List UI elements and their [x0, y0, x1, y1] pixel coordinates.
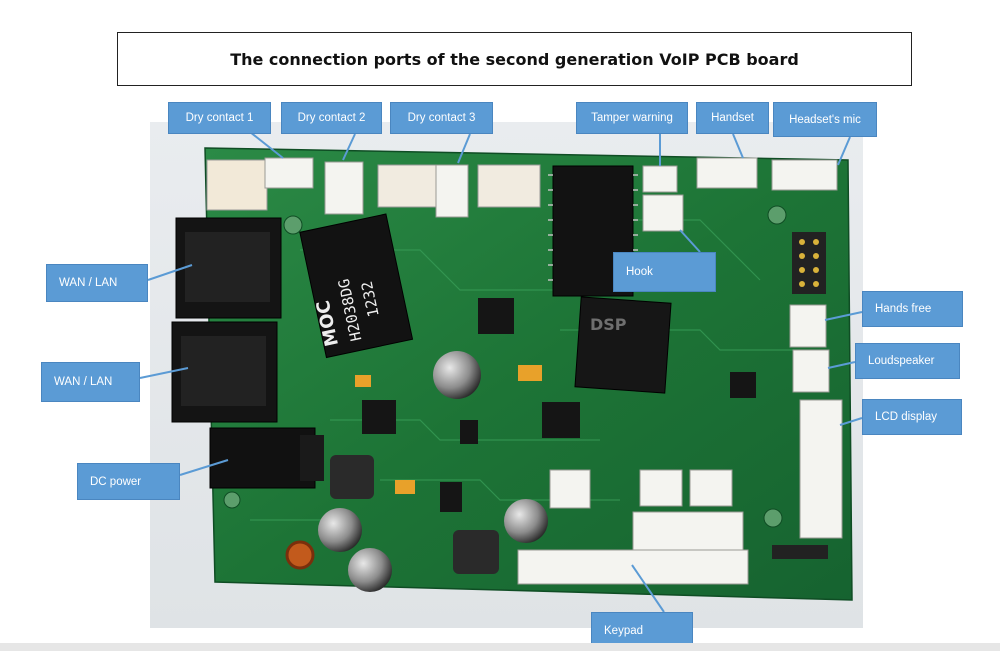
- callout-dry-contact-1: Dry contact 1: [168, 102, 271, 134]
- callout-dry-contact-3: Dry contact 3: [390, 102, 493, 134]
- relay-1: [377, 164, 441, 208]
- ic-chip: [362, 400, 396, 434]
- electrolytic-capacitor: [433, 351, 481, 399]
- callout-dc-power: DC power: [77, 463, 180, 500]
- callout-hands-free: Hands free: [862, 291, 963, 327]
- footer-bar: [0, 643, 1000, 651]
- callout-lcd-display: LCD display: [862, 399, 962, 435]
- connector-loudspeaker: [792, 349, 830, 393]
- mounting-hole: [223, 491, 241, 509]
- relay-small: [206, 159, 268, 211]
- transformer-module: MOC H2038DG 1232: [299, 213, 414, 359]
- connector-small-2: [639, 469, 683, 507]
- connector-headset-mic: [771, 159, 838, 191]
- connector-lcd-display: [799, 399, 843, 539]
- mounting-hole: [767, 205, 787, 225]
- callout-wan-lan-1: WAN / LAN: [46, 264, 148, 302]
- mounting-hole: [763, 508, 783, 528]
- mounting-holes: [223, 205, 787, 528]
- mounting-hole: [283, 215, 303, 235]
- ic-chip: [440, 482, 462, 512]
- tantalum-capacitor: [518, 365, 542, 381]
- connector-dry-contact-1: [264, 157, 314, 189]
- relay-2: [477, 164, 541, 208]
- connector-hands-free: [789, 304, 827, 348]
- callout-hook: Hook: [613, 252, 716, 292]
- callout-headset-mic: Headset's mic: [773, 102, 877, 137]
- ic-chip: [542, 402, 580, 438]
- connector-hook: [642, 194, 684, 232]
- inductor: [453, 530, 499, 574]
- tantalum-capacitor: [395, 480, 415, 494]
- dsp-chip-label: DSP: [590, 315, 627, 334]
- ic-chip: [460, 420, 478, 444]
- connector-small-1: [549, 469, 591, 509]
- connector-small-3: [689, 469, 733, 507]
- ic-chip: [478, 298, 514, 334]
- electrolytic-capacitor: [318, 508, 362, 552]
- connector-dry-contact-2: [324, 161, 364, 215]
- connector-dry-contact-3: [435, 164, 469, 218]
- toroid-coil: [285, 540, 315, 570]
- connector-keypad-upper: [632, 511, 744, 551]
- pin-strip: [772, 545, 828, 559]
- connector-tamper-warning: [642, 165, 678, 193]
- callout-handset: Handset: [696, 102, 769, 134]
- dsp-chip: [574, 296, 672, 394]
- inductor: [330, 455, 374, 499]
- callout-dry-contact-2: Dry contact 2: [281, 102, 382, 134]
- top-connectors: [264, 157, 838, 232]
- tantalum-capacitor: [355, 375, 371, 387]
- ic-chip: [730, 372, 756, 398]
- right-connectors: [789, 304, 843, 539]
- pin-header: [792, 232, 826, 294]
- dc-jack: [209, 427, 316, 489]
- callout-wan-lan-2: WAN / LAN: [41, 362, 140, 402]
- callout-pointers: [139, 131, 863, 613]
- connector-handset: [696, 157, 758, 189]
- callout-tamper-warning: Tamper warning: [576, 102, 688, 134]
- electrolytic-capacitor: [348, 548, 392, 592]
- callout-loudspeaker: Loudspeaker: [855, 343, 960, 379]
- diagram-title: The connection ports of the second gener…: [117, 32, 912, 86]
- electrolytic-capacitor: [504, 499, 548, 543]
